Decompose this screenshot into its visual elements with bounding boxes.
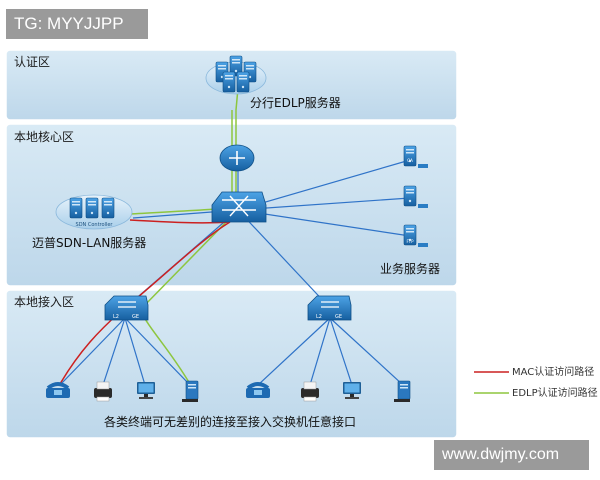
link-right-tower [329, 317, 404, 386]
link-right-phone [257, 317, 331, 386]
ftp-server-tag: FTP [406, 239, 414, 244]
link-core-access-right [237, 209, 331, 309]
bottom-watermark-badge: www.dwjmy.com [434, 440, 589, 470]
core-switch [211, 191, 267, 223]
sdn-controller-cloud-text: SDN Controller [76, 222, 114, 228]
link-left-phone [59, 317, 126, 386]
link-core-oa-server [237, 159, 411, 211]
link-left-tower [124, 317, 191, 386]
ftp-server: FTP [403, 224, 428, 247]
legend-edlp-label: EDLP认证访问路径 [512, 386, 598, 399]
zone-core-label: 本地核心区 [14, 130, 74, 144]
business-server-2 [403, 185, 428, 208]
business-server-label: 业务服务器 [380, 261, 440, 276]
access-right-tag-l2: L2 [316, 314, 322, 320]
link-left-printer [102, 317, 126, 386]
sdn-server-label: 迈普SDN-LAN服务器 [32, 235, 146, 250]
network-links [59, 159, 411, 386]
oa-server: OA [403, 145, 428, 168]
access-left-arrows-icon [118, 301, 136, 308]
access-right-arrows-icon [321, 301, 339, 308]
link-core-server-2 [237, 197, 411, 211]
oa-server-stand [418, 164, 428, 168]
terminal-caption: 各类终端可无差别的连接至接入交换机任意接口 [104, 414, 356, 429]
switch-arrows-icon [222, 195, 256, 217]
access-right-tag-ge: GE [335, 314, 342, 320]
edlp-server-label: 分行EDLP服务器 [250, 95, 341, 110]
zone-auth-label: 认证区 [14, 55, 50, 69]
server-2-stand [418, 204, 428, 208]
ftp-server-stand [418, 243, 428, 247]
core-router [219, 144, 255, 172]
link-right-printer [309, 317, 331, 386]
link-core-ftp-server [237, 209, 411, 237]
zone-access-label: 本地接入区 [14, 294, 74, 309]
mac-path-core-sdn [129, 219, 231, 224]
router-arrows-icon [229, 151, 245, 165]
legend-item-edlp: EDLP认证访问路径 [474, 386, 598, 399]
link-left-pc [124, 317, 146, 386]
zone-access: 本地接入区 [5, 289, 458, 439]
legend-mac-label: MAC认证访问路径 [512, 365, 594, 378]
access-switch-left: L2 GE [104, 295, 149, 321]
access-switch-right: L2 GE [307, 295, 352, 321]
path-legend: MAC认证访问路径 EDLP认证访问路径 [474, 365, 598, 399]
access-left-tag-l2: L2 [113, 314, 119, 320]
top-watermark-badge: TG: MYYJJPP [6, 9, 148, 39]
link-right-pc [329, 317, 353, 386]
business-server-group: OA FTP 业务服务器 [380, 145, 440, 276]
legend-item-mac: MAC认证访问路径 [474, 365, 594, 378]
access-left-tag-ge: GE [132, 314, 139, 320]
edlp-server-cluster: 分行EDLP服务器 [205, 55, 341, 110]
sdn-controller-cluster: SDN Controller 迈普SDN-LAN服务器 [32, 194, 146, 250]
oa-server-tag: OA [407, 158, 413, 163]
